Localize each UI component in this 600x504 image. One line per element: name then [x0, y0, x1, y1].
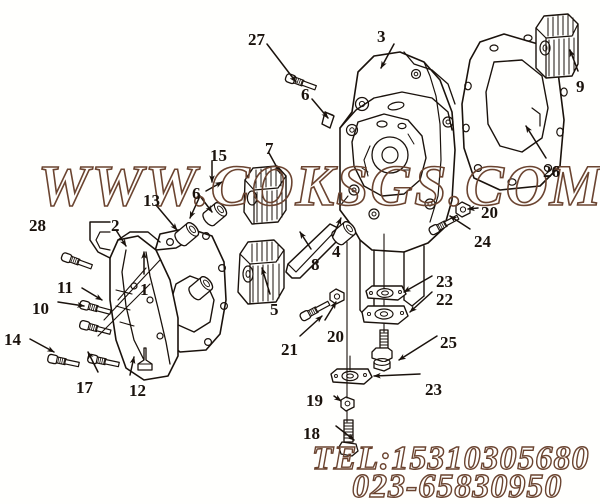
part-idler-gear [237, 239, 285, 305]
callout-number-17: 17 [76, 378, 93, 397]
part-pump-cover-gasket [461, 33, 568, 191]
callout-number-9: 9 [576, 77, 585, 96]
part-drive-gear [243, 165, 287, 225]
callout-number-21: 21 [281, 340, 298, 359]
part-support-bracket [89, 221, 191, 381]
callout-number-18: 18 [303, 424, 320, 443]
part-pump-drive-gear [535, 13, 579, 79]
callout-number-15: 15 [210, 146, 227, 165]
callout-number-1: 1 [140, 280, 149, 299]
callout-number-6b: 6 [192, 184, 201, 203]
callout-number-28: 28 [29, 216, 46, 235]
callout-number-3: 3 [377, 27, 386, 46]
callout-number-2: 2 [111, 216, 120, 235]
part-stud-25 [371, 329, 393, 372]
leader-lines [29, 43, 579, 441]
callout-number-23b: 23 [425, 380, 442, 399]
part-stud-18 [338, 396, 359, 457]
callout-number-12: 12 [129, 381, 146, 400]
part-plug [137, 347, 153, 371]
callout-number-20a: 20 [481, 203, 498, 222]
callout-number-6a: 6 [301, 85, 310, 104]
part-gaskets [330, 285, 409, 385]
callout-number-22: 22 [436, 290, 453, 309]
callout-number-19: 19 [306, 391, 323, 410]
watermark-url: WWW.COKSGS.COM [37, 152, 600, 219]
callout-number-14: 14 [4, 330, 21, 349]
callout-number-7: 7 [265, 139, 274, 158]
watermark-phone: 023-65830950 [351, 467, 563, 504]
callout-number-26: 26 [543, 162, 560, 181]
callout-number-24: 24 [474, 232, 491, 251]
callout-number-10: 10 [32, 299, 49, 318]
part-dowel-pin [321, 111, 335, 129]
callout-number-13: 13 [143, 191, 160, 210]
callout-number-27: 27 [248, 30, 265, 49]
watermark-tel: TEL:15310305680 [311, 439, 590, 477]
callout-number-25: 25 [440, 333, 457, 352]
callout-number-23a: 23 [436, 272, 453, 291]
callout-number-5: 5 [270, 300, 279, 319]
callout-number-20b: 20 [327, 327, 344, 346]
callout-number-8: 8 [311, 255, 320, 274]
callout-number-4: 4 [332, 242, 341, 261]
callout-number-11: 11 [57, 278, 74, 297]
part-pump-shaft [285, 223, 343, 279]
